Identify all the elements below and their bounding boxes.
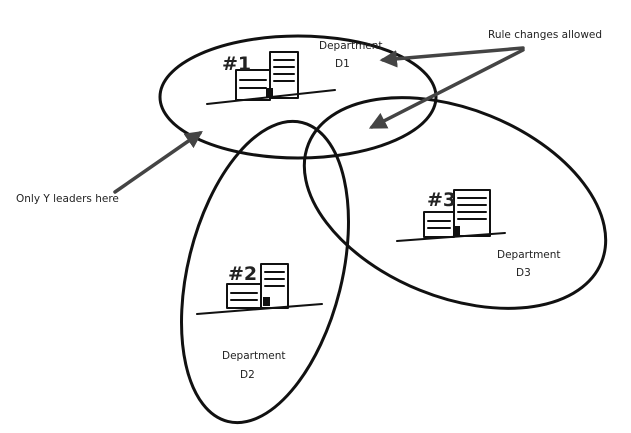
building-1-number: #1 (222, 53, 251, 75)
department-d1-label: Department (319, 40, 383, 52)
department-d1-code: D1 (335, 58, 350, 70)
department-d2-region (180, 119, 350, 425)
department-d2-label: Department (222, 350, 286, 362)
department-d3-label: Department (497, 249, 561, 261)
only-y-leaders-annotation: Only Y leaders here (16, 193, 119, 205)
department-d1-region (158, 34, 438, 160)
arrow-to-d1 (379, 46, 525, 68)
building-3-icon (396, 189, 506, 242)
department-d3-code: D3 (516, 267, 531, 279)
department-d3-region (302, 96, 608, 310)
building-3-number: #3 (427, 189, 456, 211)
building-2-icon (196, 263, 323, 315)
arrow-to-d1-from-left (113, 131, 203, 194)
building-1-icon (206, 51, 336, 105)
department-d2-code: D2 (240, 369, 255, 381)
building-2-number: #2 (228, 263, 257, 285)
arrow-to-overlap (368, 48, 525, 129)
rule-changes-annotation: Rule changes allowed (488, 29, 602, 41)
